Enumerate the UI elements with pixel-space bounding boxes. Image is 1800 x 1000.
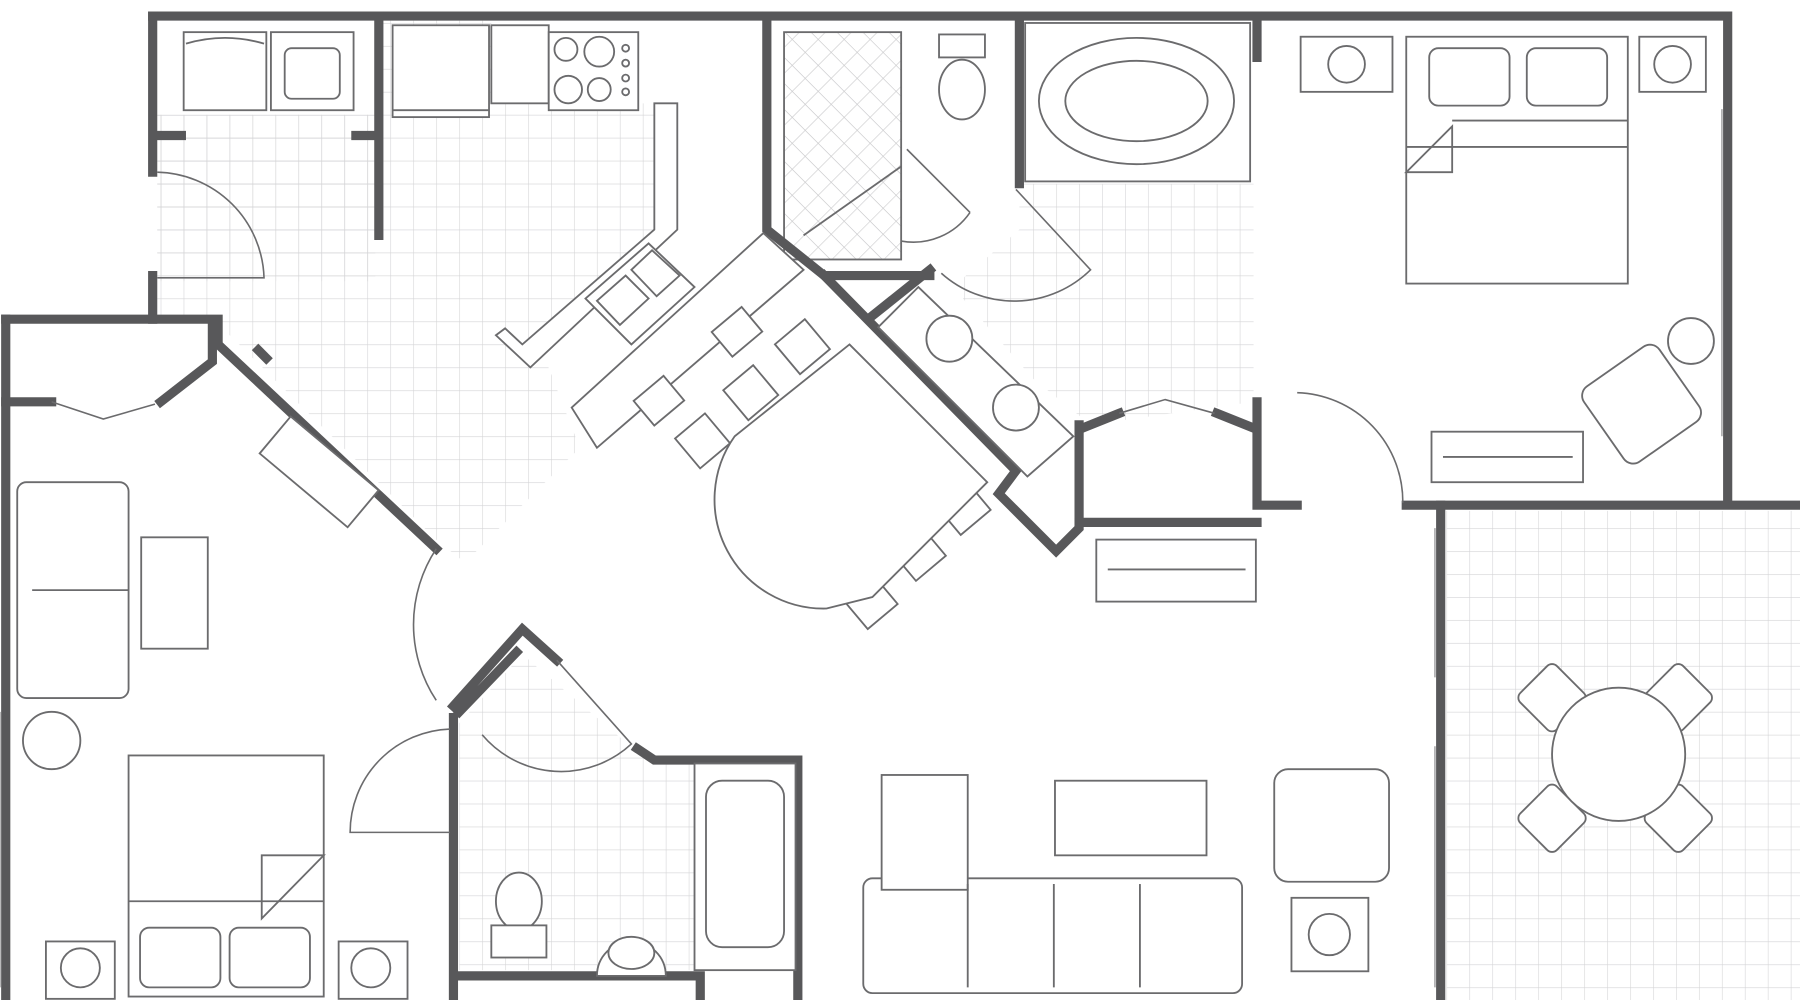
kitchen-fixtures	[182, 24, 992, 631]
toilet-icon	[938, 33, 986, 121]
laundry-door	[157, 171, 265, 279]
lamp-icon	[1299, 35, 1715, 365]
hall-bath-fixtures	[490, 762, 797, 977]
side-table	[140, 536, 209, 650]
patio-table-icon	[1517, 663, 1713, 853]
laundry-tile	[157, 114, 376, 282]
master-bath-fixtures	[803, 22, 1252, 478]
bedroom2-furniture	[45, 754, 409, 1000]
washer-icon	[182, 31, 268, 112]
bathtub-icon	[1024, 22, 1252, 183]
armchair-icon	[1581, 343, 1702, 465]
master-entry-door	[1297, 391, 1404, 503]
stove-icon	[547, 31, 640, 112]
bed-icon	[1404, 35, 1629, 285]
walls	[1, 11, 1800, 1000]
master-bedroom-furniture	[258, 35, 1715, 603]
hall-bath-tile	[459, 654, 695, 971]
armchair-icon	[1273, 768, 1390, 883]
bathtub-icon	[693, 762, 797, 972]
kitchen-sink-icon	[584, 242, 696, 346]
dining-table-icon	[713, 343, 989, 610]
doors	[51, 148, 1404, 834]
vanity-sink-icon	[876, 285, 1075, 478]
master-bath-tile	[952, 183, 1254, 425]
living-room-furniture	[16, 481, 1390, 995]
lamp-icon	[22, 710, 1370, 973]
shower-door	[901, 148, 971, 243]
refrigerator-icon	[391, 24, 490, 119]
counter	[490, 24, 550, 105]
toilet-icon	[490, 871, 548, 959]
closet-door	[51, 398, 1215, 420]
vanity-sink-icon	[596, 935, 667, 977]
hall-bath-door	[481, 659, 633, 773]
entry-door	[412, 548, 437, 701]
tile-floors	[157, 20, 1800, 1000]
bedroom2-door	[349, 728, 451, 834]
sofa-icon	[16, 481, 1244, 995]
shower-tile	[783, 31, 903, 261]
tv-console-icon	[258, 415, 1584, 603]
coffee-table-icon	[1054, 779, 1208, 857]
windows	[0, 109, 1723, 988]
lamp-icon	[45, 940, 409, 1000]
bed-icon	[127, 754, 326, 998]
breakfast-bar	[570, 231, 805, 450]
master-bath-door	[940, 188, 1092, 302]
dryer-icon	[270, 31, 355, 112]
